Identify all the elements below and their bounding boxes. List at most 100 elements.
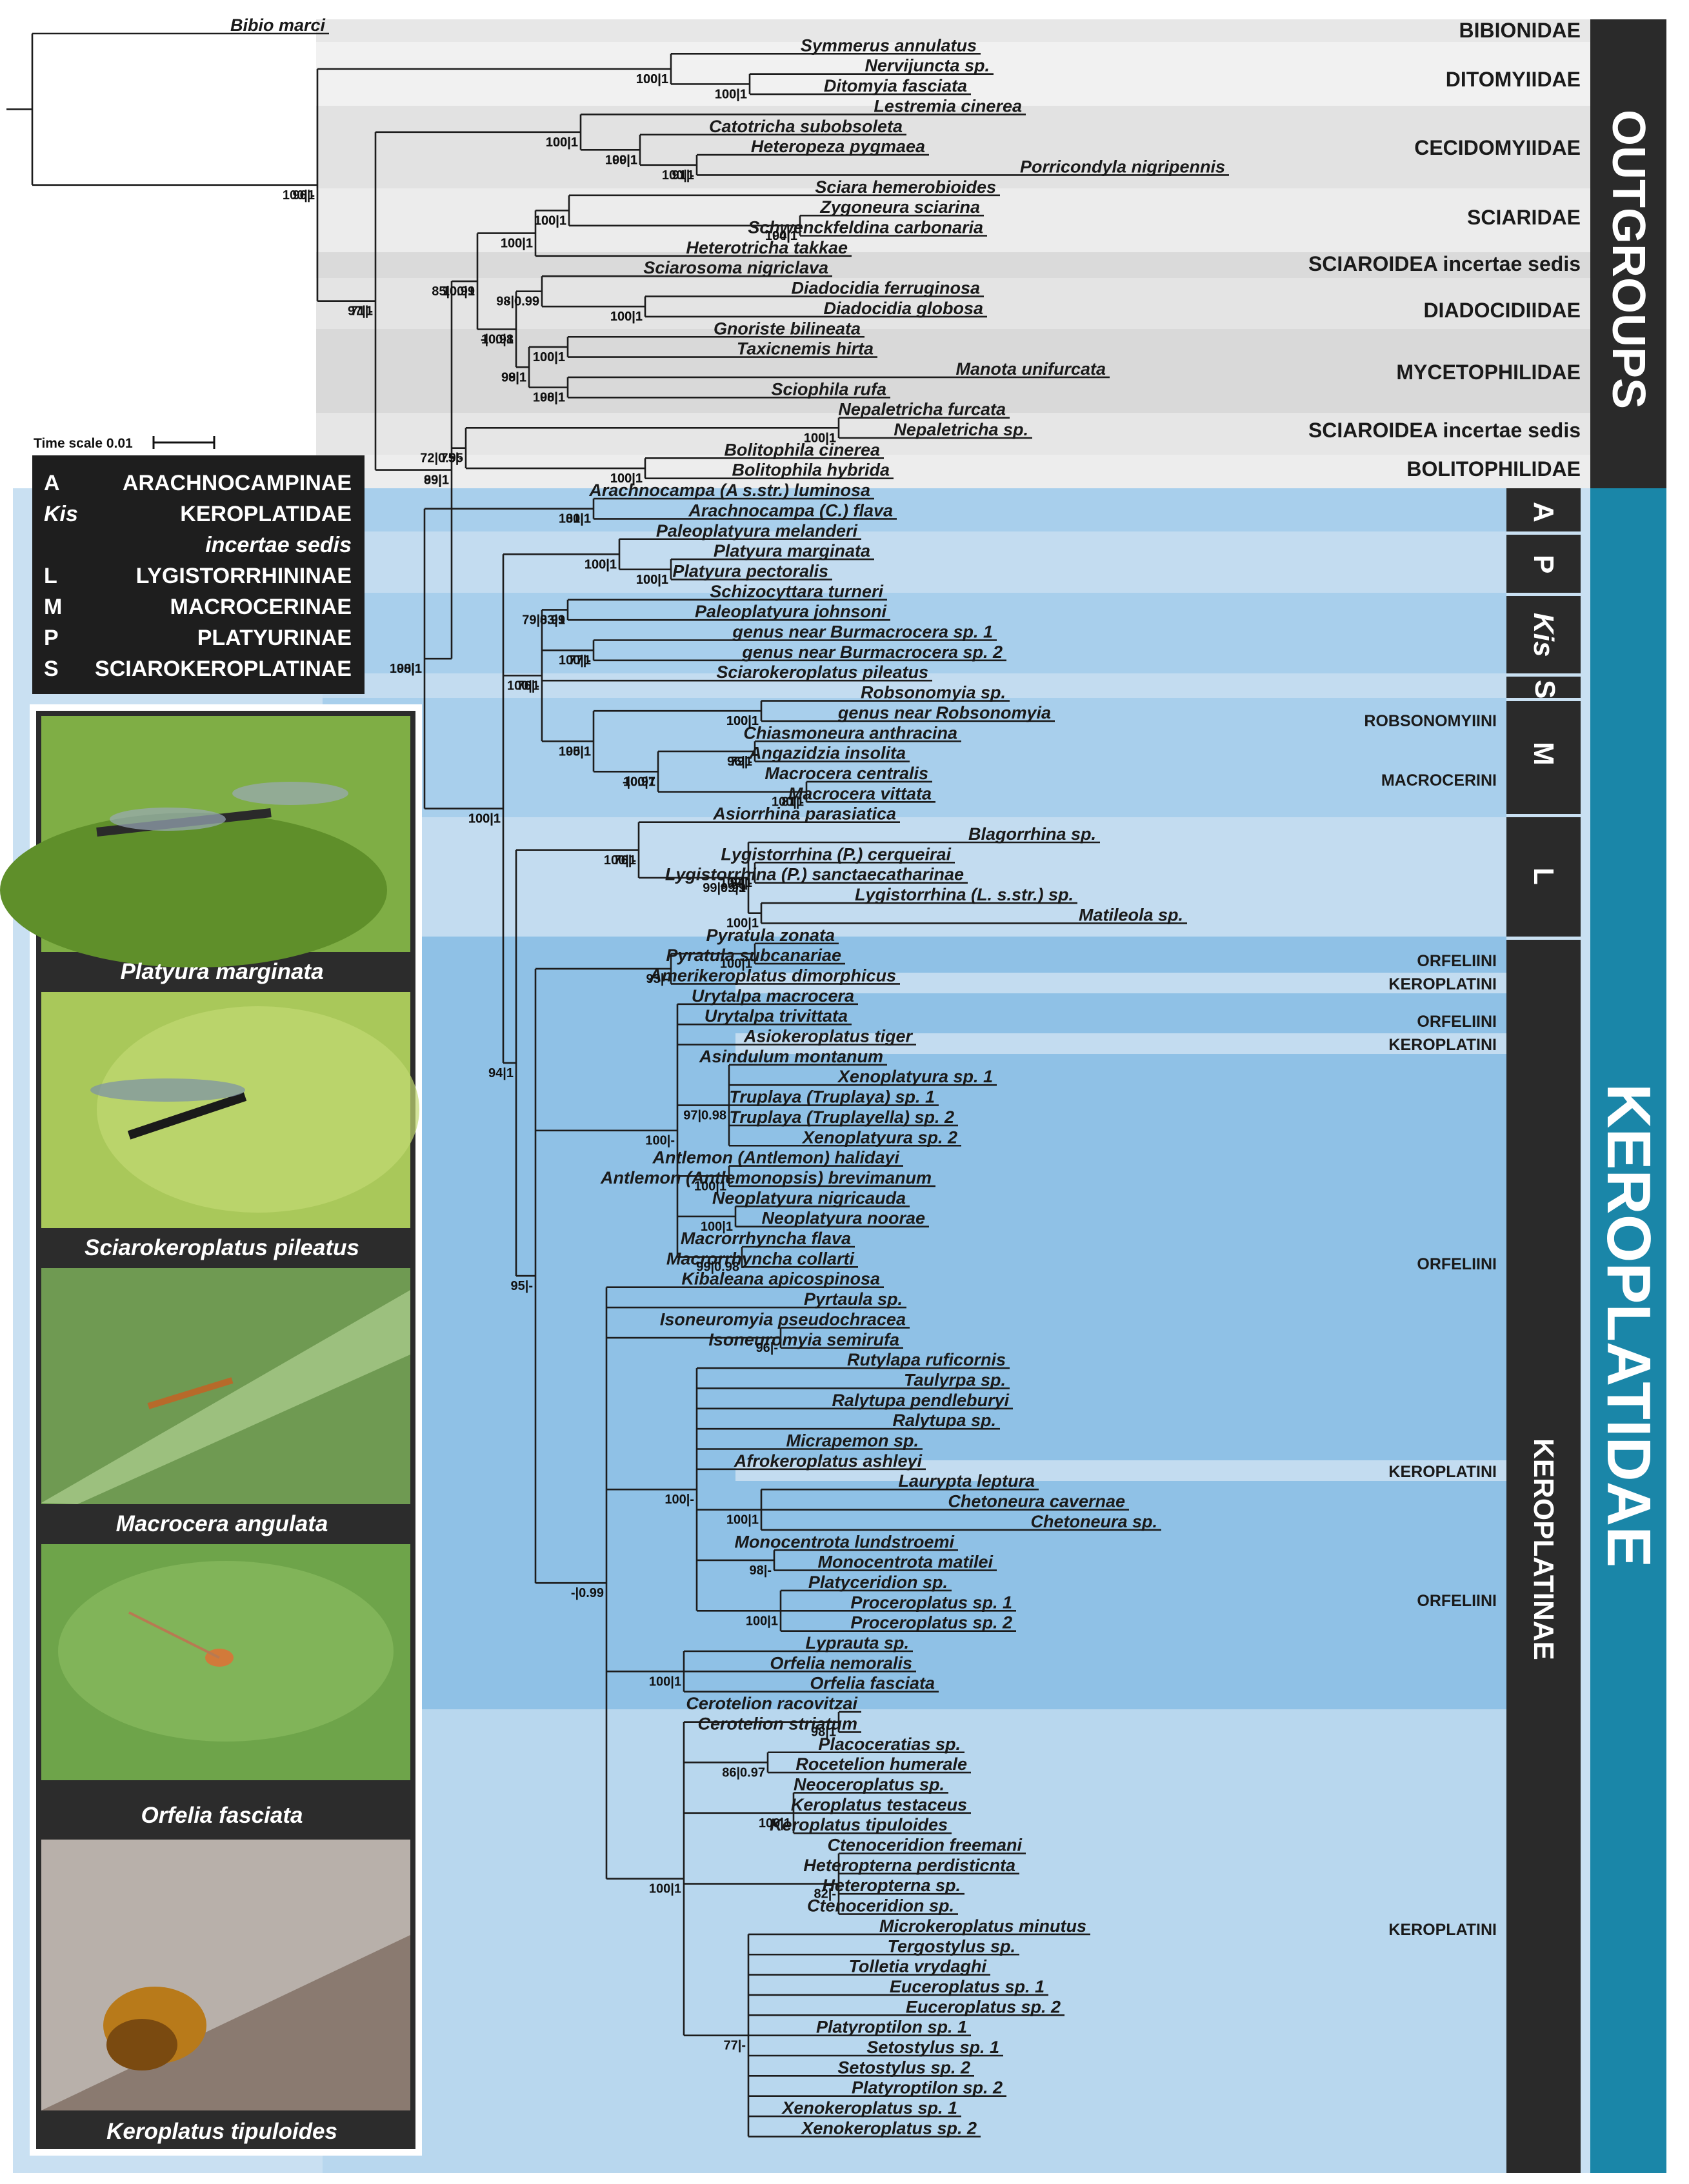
support-value: 75|-: [441, 452, 463, 466]
support-value: 100|1: [533, 350, 565, 364]
legend-value: KEROPLATIDAE: [180, 502, 352, 526]
taxon-label: Manota unifurcata: [955, 359, 1106, 379]
support-value: 100|1: [694, 1179, 726, 1193]
taxon-label: Lygistorrhina (P.) sanctaecatharinae: [665, 865, 964, 884]
support-value: 100|1: [746, 1614, 778, 1628]
tribe-label: ORFELIINI: [1417, 1013, 1497, 1031]
support-value: 98|0.99: [496, 295, 539, 309]
support-value: 100|1: [534, 213, 566, 228]
family-label: MYCETOPHILIDAE: [1396, 361, 1581, 384]
taxon-label: Macrocera centralis: [765, 764, 928, 783]
taxon-label: Truplaya (Truplaya) sp. 1: [729, 1087, 935, 1107]
taxon-label: Heteropeza pygmaea: [751, 137, 925, 156]
family-label: DITOMYIIDAE: [1446, 68, 1581, 91]
taxon-label: Proceroplatus sp. 2: [850, 1613, 1012, 1633]
taxon-label: Pyratula subcanariae: [666, 946, 841, 965]
taxon-label: Bolitophila cinerea: [724, 440, 880, 459]
taxon-label: Nepaletricha furcata: [838, 400, 1006, 419]
taxon-label: Microkeroplatus minutus: [879, 1916, 1086, 1936]
taxon-label: Asindulum montanum: [699, 1047, 883, 1066]
support-value: 100|1: [610, 310, 643, 324]
taxon-label: Nervijuncta sp.: [864, 56, 990, 75]
legend-value: ARACHNOCAMPINAE: [123, 471, 352, 495]
taxon-label: Euceroplatus sp. 1: [890, 1977, 1044, 1996]
support-value: 95|1: [566, 744, 591, 759]
support-value: 100|1: [533, 350, 565, 364]
taxon-label: Setostylus sp. 1: [866, 2038, 999, 2057]
taxon-label: Setostylus sp. 2: [837, 2058, 970, 2077]
support-value: 79|0.99: [522, 613, 565, 627]
family-label: BIBIONIDAE: [1459, 19, 1581, 42]
taxon-label: Chetoneura cavernae: [948, 1492, 1125, 1511]
taxon-label: Chiasmoneura anthracina: [743, 723, 957, 742]
support-value: 100|-: [665, 1493, 694, 1507]
support-value: 94|1: [488, 1066, 514, 1080]
taxon-label: Laurypta leptura: [898, 1471, 1035, 1491]
support-value: 100|1: [765, 229, 797, 243]
support-value: 85|0.99: [432, 284, 475, 299]
support-value: 100|1: [507, 679, 539, 693]
support-value: 81|1: [566, 512, 591, 526]
taxon-label: Platyura marginata: [714, 541, 870, 561]
support-value: 98|1: [540, 391, 565, 405]
taxon-label: Robsonomyia sp.: [861, 683, 1006, 702]
taxon-label: genus near Burmacrocera sp. 1: [732, 622, 993, 642]
tribe-label: KEROPLATINI: [1388, 1463, 1497, 1481]
keroplatidae-label: KEROPLATIDAE: [1594, 1084, 1663, 1567]
legend-value: MACROCERINAE: [170, 595, 352, 619]
family-label: CECIDOMYIIDAE: [1414, 136, 1581, 159]
photo-panel: Platyura marginata Sciarokeroplatus pile…: [0, 704, 422, 2156]
taxon-label: Amerikeroplatus dimorphicus: [648, 966, 896, 985]
support-value: 100|1: [534, 213, 566, 228]
taxon-label: Macrocera vittata: [788, 784, 932, 803]
taxon-label: Sciarokeroplatus pileatus: [716, 662, 928, 682]
support-value: 97|0.98: [683, 1109, 726, 1123]
subfamily-boxes: [1506, 488, 1581, 2173]
taxon-label: Neoplatyura noorae: [761, 1209, 925, 1228]
support-value: 100|1: [604, 853, 636, 868]
taxon-label: Isoneuromyia pseudochracea: [660, 1309, 906, 1329]
support-value: 98|-: [749, 1564, 772, 1578]
taxon-label: Platyceridion sp.: [808, 1573, 948, 1592]
support-value: 82|-: [814, 1887, 836, 1901]
support-value: 77|-: [723, 2039, 746, 2053]
support-values: 100|1 100|1 100|1 99|1 100|1 100|1 100|1 94|1 10…: [283, 72, 836, 2053]
tribe-label: ROBSONOMYIINI: [1364, 712, 1497, 730]
legend-key: Kis: [44, 502, 78, 526]
taxon-label: Lyprauta sp.: [805, 1633, 909, 1653]
support-value: 89|1: [424, 473, 449, 488]
support-value: 100|1: [804, 431, 836, 445]
legend-value: incertae sedis: [205, 533, 352, 557]
taxon-label: Sciophila rufa: [771, 379, 886, 399]
legend-key: L: [44, 564, 57, 588]
taxon-label: Lygistorrhina (L. s.str.) sp.: [855, 885, 1074, 904]
taxon-label: Matileola sp.: [1079, 905, 1183, 924]
support-value: 100|1: [636, 573, 668, 587]
taxon-label: Sciarosoma nigriclava: [643, 258, 828, 277]
support-value: 98|1: [397, 662, 422, 676]
tree-branches: [6, 32, 1229, 2138]
taxon-label: Heteropterna sp.: [822, 1876, 961, 1895]
subfamily-code-kis: Kis: [1528, 613, 1559, 657]
support-value: 99|1: [721, 881, 746, 895]
support-value: 100|-: [645, 1134, 675, 1148]
support-value: 100|1: [546, 135, 578, 150]
taxon-label: Asiorrhina parasiatica: [712, 804, 896, 824]
support-value: 100|1: [720, 957, 752, 971]
taxon-label: Arachnocampa (A s.str.) luminosa: [588, 481, 870, 500]
support-value: 94|-: [730, 876, 752, 890]
taxon-label: Neoceroplatus sp.: [794, 1774, 944, 1794]
support-value: 100|1: [726, 1513, 759, 1527]
taxon-label: Taulyrpa sp.: [904, 1370, 1006, 1389]
family-label: DIADOCIDIIDAE: [1423, 299, 1581, 322]
support-value: 100|1: [726, 714, 759, 728]
support-value: 100|1: [804, 431, 836, 445]
taxon-label: Neoplatyura nigricauda: [712, 1188, 906, 1207]
taxon-label: Taxicnemis hirta: [737, 339, 874, 359]
support-value: 79|-: [730, 755, 752, 769]
subfamily-code-s: S: [1529, 680, 1561, 699]
support-value: 83|1: [540, 613, 565, 627]
taxon-label: Xenoplatyura sp. 2: [801, 1127, 957, 1147]
support-value: 95|-: [510, 1279, 533, 1293]
